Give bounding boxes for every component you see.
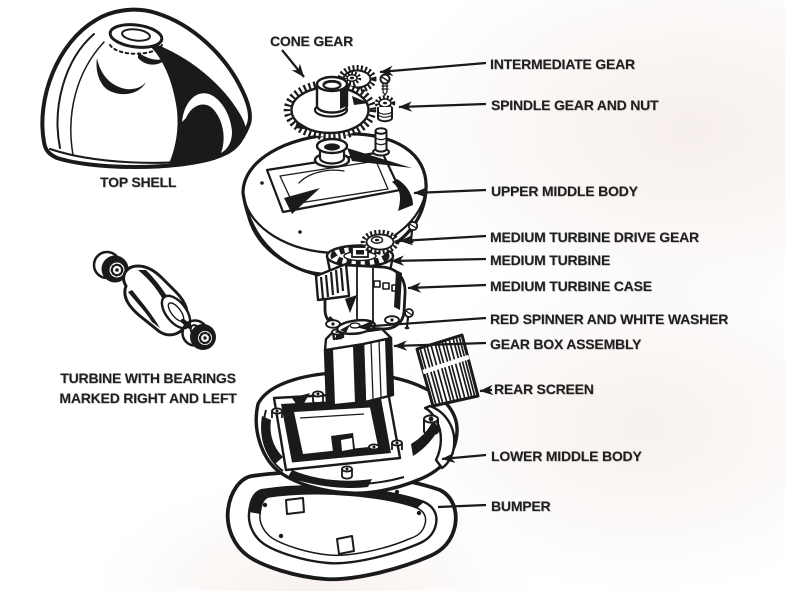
leader-intermediate-gear — [379, 61, 487, 77]
leader-spindle-gear-nut — [398, 101, 487, 112]
leader-red-spinner — [358, 316, 487, 332]
label-turbine-with-bearings: TURBINE WITH BEARINGS MARKED RIGHT AND LE… — [55, 368, 241, 408]
label-turbine-with-bearings-line2: MARKED RIGHT AND LEFT — [59, 390, 237, 406]
label-turbine-with-bearings-line1: TURBINE WITH BEARINGS — [60, 370, 236, 386]
leader-bumper — [437, 503, 487, 509]
medium-turbine-drive-gear-drawing — [360, 229, 400, 255]
label-lower-middle-body: LOWER MIDDLE BODY — [491, 448, 642, 464]
gear-box-assembly-drawing — [323, 322, 395, 408]
rear-screen-drawing — [415, 333, 480, 408]
top-shell-drawing — [40, 7, 253, 169]
label-gear-box-assembly: GEAR BOX ASSEMBLY — [490, 336, 642, 352]
screw-lower-drawing — [404, 308, 414, 330]
label-spindle-gear-and-nut: SPINDLE GEAR AND NUT — [491, 97, 659, 113]
leader-medium-turbine-case — [407, 282, 487, 293]
leader-rear-screen — [479, 384, 494, 396]
spindle-gear-nut-drawing — [374, 95, 396, 123]
label-medium-turbine-case: MEDIUM TURBINE CASE — [490, 278, 652, 294]
label-top-shell: TOP SHELL — [100, 174, 177, 190]
bumper-drawing — [225, 470, 458, 582]
leader-medium-turbine-drive-gear — [399, 234, 487, 246]
screw-top-drawing — [379, 73, 391, 97]
leader-cone-gear — [281, 49, 305, 78]
label-medium-turbine-drive-gear: MEDIUM TURBINE DRIVE GEAR — [490, 229, 699, 245]
label-medium-turbine: MEDIUM TURBINE — [490, 252, 611, 268]
label-upper-middle-body: UPPER MIDDLE BODY — [491, 183, 638, 199]
leader-medium-turbine — [390, 255, 487, 266]
leader-lines — [281, 49, 494, 509]
turbine-with-bearings-drawing — [92, 250, 216, 350]
leader-upper-middle-body — [413, 187, 487, 198]
cone-gear-drawing — [283, 75, 377, 141]
label-rear-screen: REAR SCREEN — [494, 381, 594, 397]
label-intermediate-gear: INTERMEDIATE GEAR — [490, 56, 635, 72]
leader-lower-middle-body — [441, 452, 487, 464]
label-cone-gear: CONE GEAR — [270, 33, 353, 49]
leader-gear-box — [393, 340, 487, 351]
label-bumper: BUMPER — [491, 498, 551, 514]
lower-middle-body-drawing — [254, 371, 459, 495]
label-red-spinner-and-white-washer: RED SPINNER AND WHITE WASHER — [490, 311, 729, 327]
upper-middle-body-drawing — [241, 127, 428, 278]
